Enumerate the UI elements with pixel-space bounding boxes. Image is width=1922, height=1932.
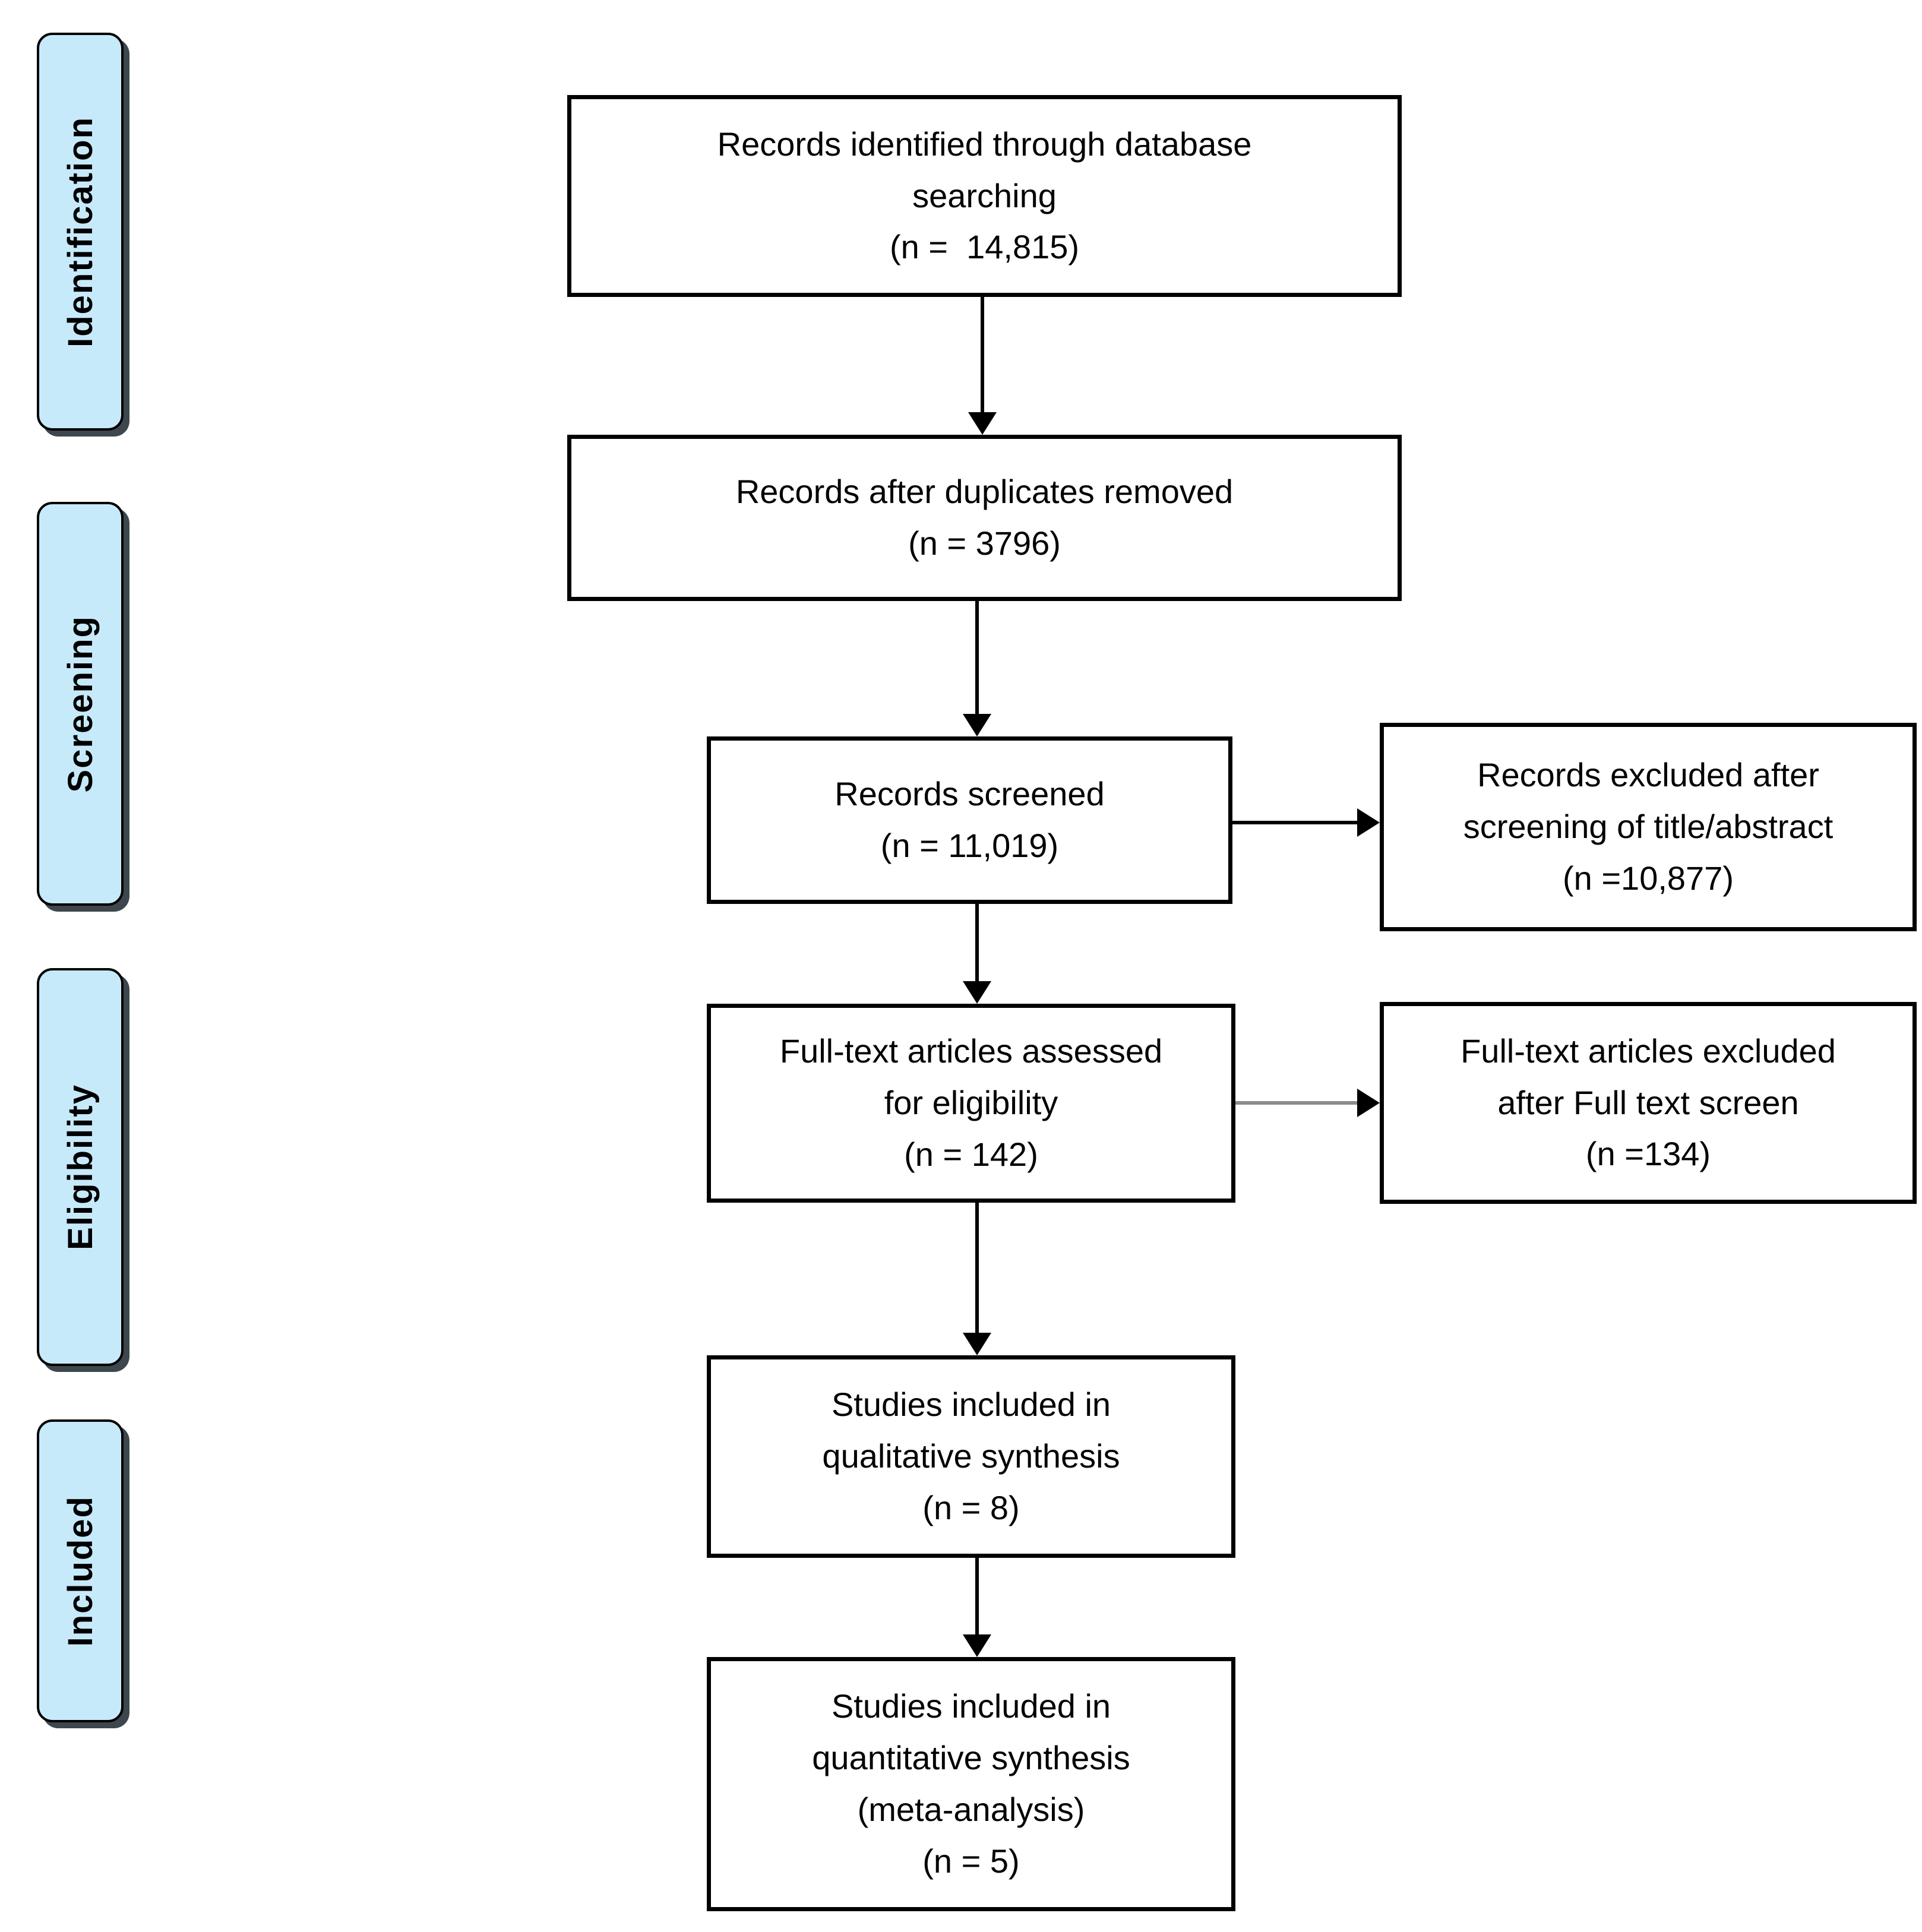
down-arrow-5-head bbox=[963, 1634, 991, 1657]
box-records-identified: Records identified through database sear… bbox=[567, 95, 1402, 297]
stage-screening-label: Screening bbox=[61, 615, 100, 793]
down-arrow-5-shaft bbox=[975, 1558, 979, 1636]
box-records-excluded: Records excluded after screening of titl… bbox=[1380, 723, 1917, 931]
down-arrow-1-shaft bbox=[981, 297, 984, 413]
down-arrow-2-head bbox=[963, 714, 991, 736]
right-arrow-1-head bbox=[1357, 808, 1380, 837]
box-fulltext-excluded: Full-text articles excluded after Full t… bbox=[1380, 1002, 1917, 1204]
down-arrow-4-head bbox=[963, 1333, 991, 1355]
box-fulltext-assessed: Full-text articles assessed for eligibil… bbox=[707, 1004, 1235, 1203]
right-arrow-2-shaft bbox=[1235, 1101, 1358, 1105]
stage-eligibility-label: Eligibility bbox=[61, 1084, 100, 1250]
down-arrow-2-shaft bbox=[975, 601, 979, 715]
down-arrow-4-shaft bbox=[975, 1203, 979, 1334]
stage-identification-label: Identification bbox=[61, 116, 100, 347]
stage-eligibility: Eligibility bbox=[37, 968, 124, 1366]
box-records-after-duplicates: Records after duplicates removed (n = 37… bbox=[567, 435, 1402, 601]
right-arrow-2-head bbox=[1357, 1089, 1380, 1117]
stage-included-label: Included bbox=[61, 1495, 100, 1647]
box-quantitative-synthesis: Studies included in quantitative synthes… bbox=[707, 1657, 1235, 1911]
stage-screening: Screening bbox=[37, 502, 124, 906]
down-arrow-1-head bbox=[968, 412, 997, 435]
right-arrow-1-shaft bbox=[1232, 821, 1358, 824]
stage-identification: Identification bbox=[37, 33, 124, 431]
down-arrow-3-shaft bbox=[975, 904, 979, 982]
box-qualitative-synthesis: Studies included in qualitative synthesi… bbox=[707, 1355, 1235, 1558]
down-arrow-3-head bbox=[963, 981, 991, 1004]
box-records-screened: Records screened (n = 11,019) bbox=[707, 736, 1232, 904]
stage-included: Included bbox=[37, 1419, 124, 1722]
